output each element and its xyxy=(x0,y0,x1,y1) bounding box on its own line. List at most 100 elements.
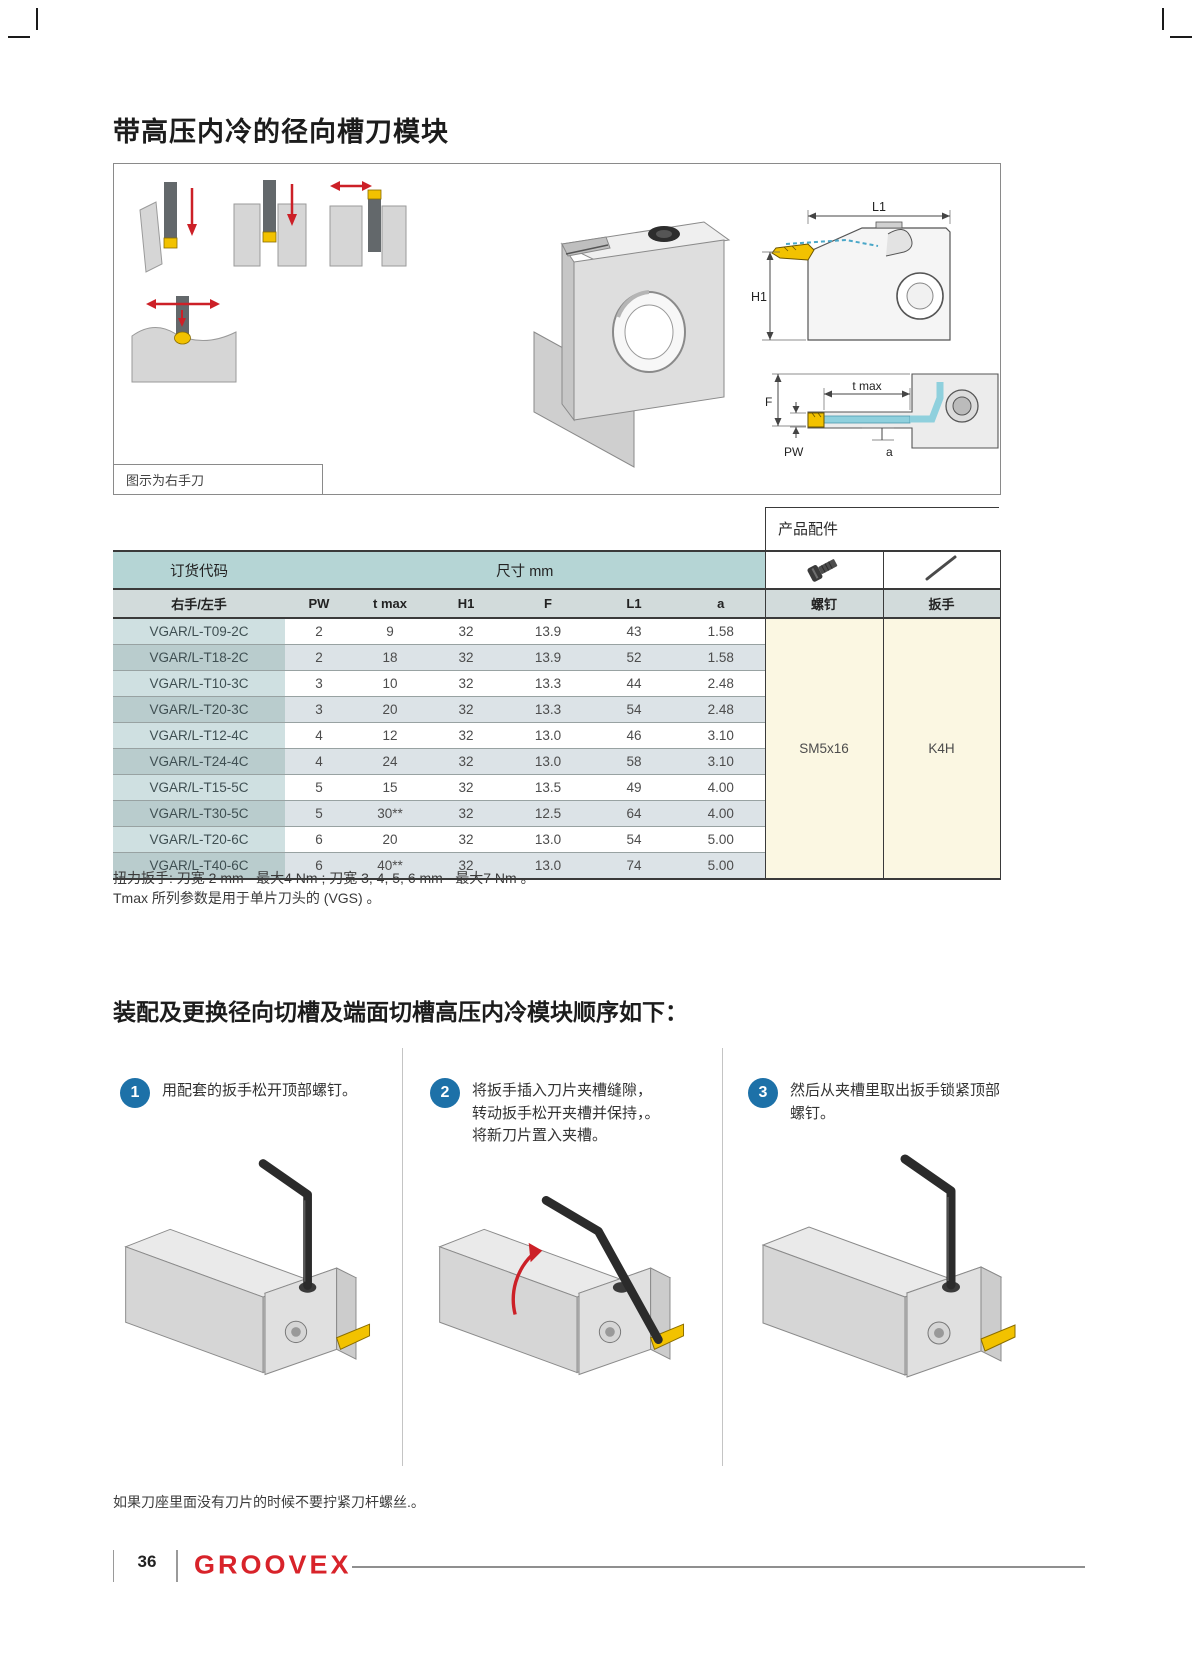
step-2-badge: 2 xyxy=(430,1078,460,1108)
step-1-text: 用配套的扳手松开顶部螺钉。 xyxy=(162,1082,358,1099)
side-turning-diagram xyxy=(329,181,407,267)
dimension-cell: 52 xyxy=(591,644,677,671)
dimension-cell: 6 xyxy=(285,852,353,879)
step-2: 2 将扳手插入刀片夹槽缝隙， 转动扳手松开夹槽并保持，。 将新刀片置入夹槽。 xyxy=(430,1078,702,1148)
footer-warning-note: 如果刀座里面没有刀片的时候不要拧紧刀杆螺丝.。 xyxy=(113,1494,425,1510)
step-1-badge: 1 xyxy=(120,1078,150,1108)
footer-rule xyxy=(352,1566,1085,1568)
order-code-cell: VGAR/L-T09-2C xyxy=(113,618,285,645)
dimension-cell: 13.0 xyxy=(505,748,591,775)
step-divider-1 xyxy=(402,1048,403,1466)
dimension-cell: 2 xyxy=(285,618,353,645)
step-1-illustration xyxy=(124,1159,371,1376)
col-header-screw: 螺钉 xyxy=(764,589,884,619)
dimension-cell: 54 xyxy=(591,696,677,723)
dimension-cell: 13.9 xyxy=(505,618,591,645)
dimension-cell: 20 xyxy=(353,826,427,853)
wrench-size-cell: K4H xyxy=(882,618,1001,879)
col-header-a: a xyxy=(677,589,766,619)
crop-mark-top-left-h xyxy=(8,36,30,38)
profiling-diagram xyxy=(131,296,237,383)
step-divider-2 xyxy=(722,1048,723,1466)
dimension-cell: 49 xyxy=(591,774,677,801)
dimension-cell: 5 xyxy=(285,774,353,801)
dimension-cell: 40** xyxy=(353,852,427,879)
dimension-cell: 18 xyxy=(353,644,427,671)
dimension-cell: 3.10 xyxy=(677,722,766,749)
footer-tick-2 xyxy=(176,1550,178,1582)
order-code-cell: VGAR/L-T15-5C xyxy=(113,774,285,801)
plunge-grooving-diagram xyxy=(139,182,197,273)
screw-icon-cell xyxy=(764,551,884,590)
dim-label-f: F xyxy=(765,395,772,409)
crop-mark-top-left-v xyxy=(36,8,38,30)
dimension-cell: 5.00 xyxy=(677,852,766,879)
dimension-cell: 4 xyxy=(285,722,353,749)
dimension-cell: 13.0 xyxy=(505,722,591,749)
order-code-header: 订货代码 xyxy=(113,551,285,590)
order-code-cell: VGAR/L-T30-5C xyxy=(113,800,285,827)
dimension-cell: 32 xyxy=(427,618,505,645)
dimension-cell: 58 xyxy=(591,748,677,775)
dimension-cell: 4 xyxy=(285,748,353,775)
dimension-cell: 32 xyxy=(427,800,505,827)
dimension-cell: 30** xyxy=(353,800,427,827)
step-2-text: 将扳手插入刀片夹槽缝隙， 转动扳手松开夹槽并保持，。 将新刀片置入夹槽。 xyxy=(472,1082,660,1144)
step-3-text: 然后从夹槽里取出扳手锁紧顶部 螺钉。 xyxy=(790,1082,1001,1122)
col-header-l1: L1 xyxy=(591,589,677,619)
dimension-cell: 32 xyxy=(427,644,505,671)
dimension-cell: 4.00 xyxy=(677,774,766,801)
col-header-h1: H1 xyxy=(427,589,505,619)
deep-grooving-diagram xyxy=(233,180,307,267)
figure-box: L1 H1 F t max PW xyxy=(113,163,1001,495)
dimension-cell: 44 xyxy=(591,670,677,697)
blade-dimension-drawing: F t max PW a xyxy=(765,373,999,459)
dimension-cell: 6 xyxy=(285,826,353,853)
dimension-cell: 2 xyxy=(285,644,353,671)
dimension-cell: 32 xyxy=(427,826,505,853)
dim-label-a: a xyxy=(886,445,893,459)
dimensions-header: 尺寸 mm xyxy=(285,551,766,590)
dimension-cell: 64 xyxy=(591,800,677,827)
step-1: 1 用配套的扳手松开顶部螺钉。 xyxy=(120,1078,382,1108)
dimension-cell: 2.48 xyxy=(677,696,766,723)
dimension-cell: 10 xyxy=(353,670,427,697)
col-header-f: F xyxy=(505,589,591,619)
order-code-cell: VGAR/L-T10-3C xyxy=(113,670,285,697)
dimension-cell: 2.48 xyxy=(677,670,766,697)
side-view-dimension-drawing: L1 H1 xyxy=(751,200,951,341)
dimension-cell: 32 xyxy=(427,670,505,697)
dim-label-tmax: t max xyxy=(852,379,881,393)
step-2-illustration xyxy=(438,1195,685,1376)
spec-table: 订货代码 尺寸 mm 右手/左手 PW xyxy=(113,550,1001,880)
dimension-cell: 13.5 xyxy=(505,774,591,801)
page-number: 36 xyxy=(137,1552,157,1571)
dimension-cell: 24 xyxy=(353,748,427,775)
hex-key-icon-cell xyxy=(882,551,1001,590)
figure-caption: 图示为右手刀 xyxy=(114,464,323,494)
tool-module-3d-render xyxy=(533,221,731,468)
col-header-tmax: t max xyxy=(353,589,427,619)
dimension-cell: 12.5 xyxy=(505,800,591,827)
dimension-cell: 5.00 xyxy=(677,826,766,853)
hex-key-icon xyxy=(925,555,957,581)
order-code-cell: VGAR/L-T20-3C xyxy=(113,696,285,723)
dimension-cell: 54 xyxy=(591,826,677,853)
col-header-pw: PW xyxy=(285,589,353,619)
dimension-cell: 3 xyxy=(285,670,353,697)
dimension-cell: 13.0 xyxy=(505,826,591,853)
dimension-cell: 32 xyxy=(427,774,505,801)
dimension-cell: 4.00 xyxy=(677,800,766,827)
col-header-hand: 右手/左手 xyxy=(113,589,285,619)
dimension-cell: 13.3 xyxy=(505,696,591,723)
